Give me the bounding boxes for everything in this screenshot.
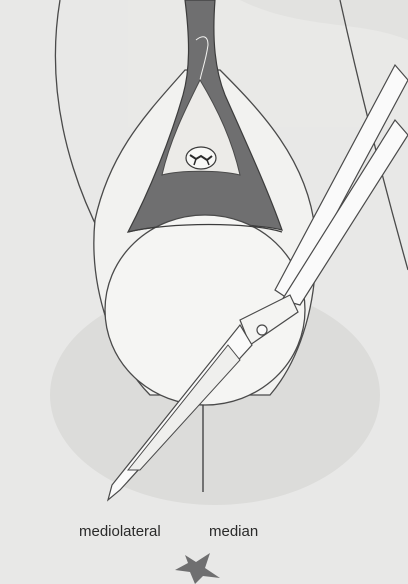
median-label: median: [209, 523, 258, 540]
anus-icon: [186, 147, 216, 169]
mediolateral-label: mediolateral: [79, 523, 161, 540]
